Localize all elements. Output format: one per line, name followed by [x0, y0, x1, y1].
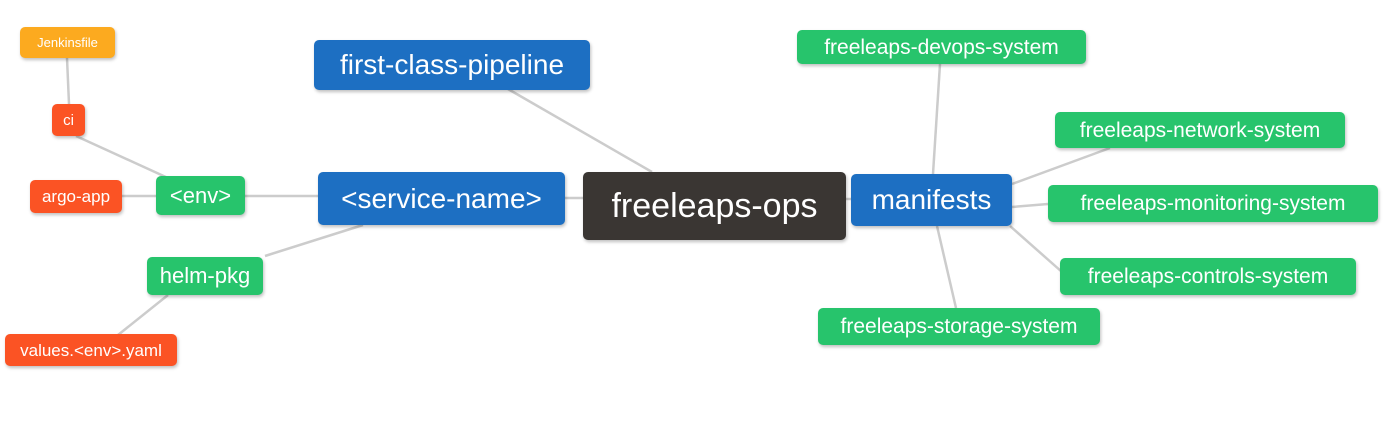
edge-manifests-controls	[1009, 225, 1063, 273]
node-values-env-yaml[interactable]: values.<env>.yaml	[5, 334, 177, 366]
node-ci[interactable]: ci	[52, 104, 85, 136]
node-manifests[interactable]: manifests	[851, 174, 1012, 226]
node-jenkinsfile[interactable]: Jenkinsfile	[20, 27, 115, 58]
node-freeleaps-devops-system[interactable]: freeleaps-devops-system	[797, 30, 1086, 64]
node-argo-app[interactable]: argo-app	[30, 180, 122, 213]
edge-ci-env	[75, 134, 169, 180]
node-freeleaps-monitoring-system[interactable]: freeleaps-monitoring-system	[1048, 185, 1378, 222]
edge-manifests-storage	[935, 225, 958, 309]
edge-helmpkg-values	[117, 294, 169, 336]
edge-servicename-helmpkg	[264, 223, 364, 258]
edge-jenkinsfile-ci	[65, 57, 71, 105]
node-first-class-pipeline[interactable]: first-class-pipeline	[314, 40, 590, 90]
edge-manifests-network	[1011, 146, 1111, 186]
node-helm-pkg[interactable]: helm-pkg	[147, 257, 263, 295]
node-freeleaps-controls-system[interactable]: freeleaps-controls-system	[1060, 258, 1356, 295]
node-service-name[interactable]: <service-name>	[318, 172, 565, 225]
node-freeleaps-network-system[interactable]: freeleaps-network-system	[1055, 112, 1345, 148]
edge-manifests-devops	[931, 63, 942, 175]
edge-manifests-monitoring	[1011, 202, 1049, 209]
edge-pipeline-root	[507, 87, 653, 174]
node-env[interactable]: <env>	[156, 176, 245, 215]
node-freeleaps-storage-system[interactable]: freeleaps-storage-system	[818, 308, 1100, 345]
node-freeleaps-ops-root[interactable]: freeleaps-ops	[583, 172, 846, 240]
